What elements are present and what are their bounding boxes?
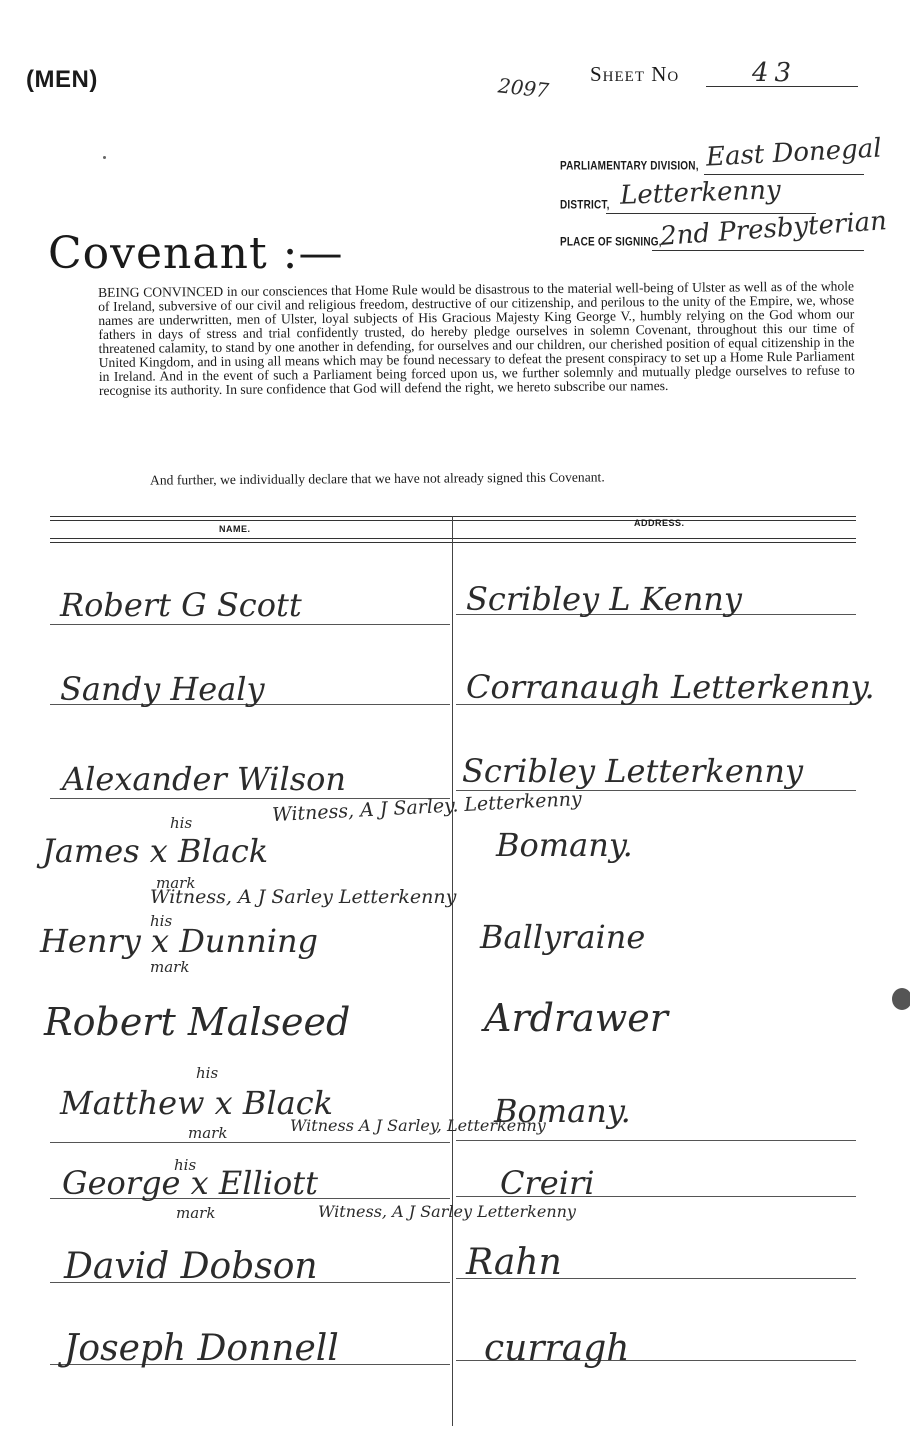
table-rule (50, 520, 856, 521)
witness-note: Witness A J Sarley, Letterkenny (290, 1116, 546, 1135)
table-rule (50, 538, 856, 539)
covenant-title: Covenant :— (48, 228, 344, 279)
parliamentary-division-line (704, 174, 864, 175)
address-row-line (456, 614, 856, 615)
name-row-line (50, 1364, 450, 1365)
place-of-signing-line (652, 250, 864, 251)
signatory-address: Creiri (500, 1164, 595, 1202)
signatory-name: Joseph Donnell (64, 1328, 339, 1369)
name-row-line (50, 1198, 450, 1199)
district-label: DISTRICT, (560, 199, 610, 212)
address-row-line (456, 1140, 856, 1141)
signatory-address: Scribley L Kenny (466, 580, 742, 618)
sheet-number-line (706, 86, 858, 87)
covenant-body: BEING CONVINCED in our consciences that … (97, 278, 855, 398)
name-column-header: NAME. (219, 524, 251, 534)
his-mark-note: mark (176, 1204, 216, 1222)
covenant-declaration: And further, we individually declare tha… (149, 469, 605, 488)
signatory-address: Ardrawer (484, 996, 668, 1040)
stray-mark (103, 156, 106, 159)
punch-hole (892, 988, 910, 1010)
name-row-line (50, 624, 450, 625)
address-row-line (456, 1278, 856, 1279)
address-column-header: ADDRESS. (634, 518, 685, 528)
signatory-address: Bomany. (494, 1092, 631, 1130)
his-mark-note: his (196, 1064, 219, 1082)
archive-number: 2097 (496, 73, 551, 103)
name-row-line (50, 704, 450, 705)
signatory-name: Matthew x Black (60, 1084, 334, 1122)
district-value: Letterkenny (619, 175, 782, 211)
table-rule (50, 516, 856, 517)
column-divider (452, 516, 453, 1426)
his-mark-note: his (174, 1156, 197, 1174)
signatory-name: James x Black (42, 832, 269, 870)
signatory-address: Corranaugh Letterkenny. (466, 668, 875, 706)
sheet-number: 43 (752, 58, 798, 88)
his-mark-note: mark (156, 874, 196, 892)
signatory-address: Ballyraine (480, 918, 646, 956)
address-row-line (456, 1360, 856, 1361)
name-row-line (50, 1142, 450, 1143)
his-mark-note: his (170, 814, 193, 832)
his-mark-note: his (150, 912, 173, 930)
table-rule (50, 542, 856, 543)
parliamentary-division-label: PARLIAMENTARY DIVISION, (560, 160, 699, 173)
witness-note: Witness, A J Sarley Letterkenny (318, 1202, 576, 1221)
district-line (606, 213, 816, 214)
signatory-address: Rahn (466, 1242, 562, 1283)
name-row-line (50, 1282, 450, 1283)
address-row-line (456, 1196, 856, 1197)
sheet-label: Sheet No (590, 62, 680, 86)
category-label: (MEN) (26, 66, 98, 93)
his-mark-note: mark (150, 958, 190, 976)
parliamentary-division-value: East Donegal (705, 133, 883, 173)
signatory-name: Alexander Wilson (62, 760, 346, 798)
address-row-line (456, 790, 856, 791)
address-row-line (456, 704, 856, 705)
place-of-signing-label: PLACE OF SIGNING, (560, 236, 662, 249)
witness-note: Witness, A J Sarley Letterkenny (150, 886, 457, 908)
signatory-name: Robert G Scott (60, 586, 302, 624)
signatory-address: Scribley Letterkenny (462, 752, 804, 790)
signatory-name: Robert Malseed (44, 1000, 351, 1044)
signatory-address: curragh (484, 1328, 630, 1369)
signatory-name: Henry x Dunning (40, 922, 319, 960)
his-mark-note: mark (188, 1124, 228, 1142)
signatory-address: Bomany. (496, 826, 633, 864)
signatory-name: George x Elliott (62, 1164, 318, 1202)
signatory-name: David Dobson (64, 1246, 318, 1287)
name-row-line (50, 798, 450, 799)
signatory-name: Sandy Healy (60, 670, 265, 708)
